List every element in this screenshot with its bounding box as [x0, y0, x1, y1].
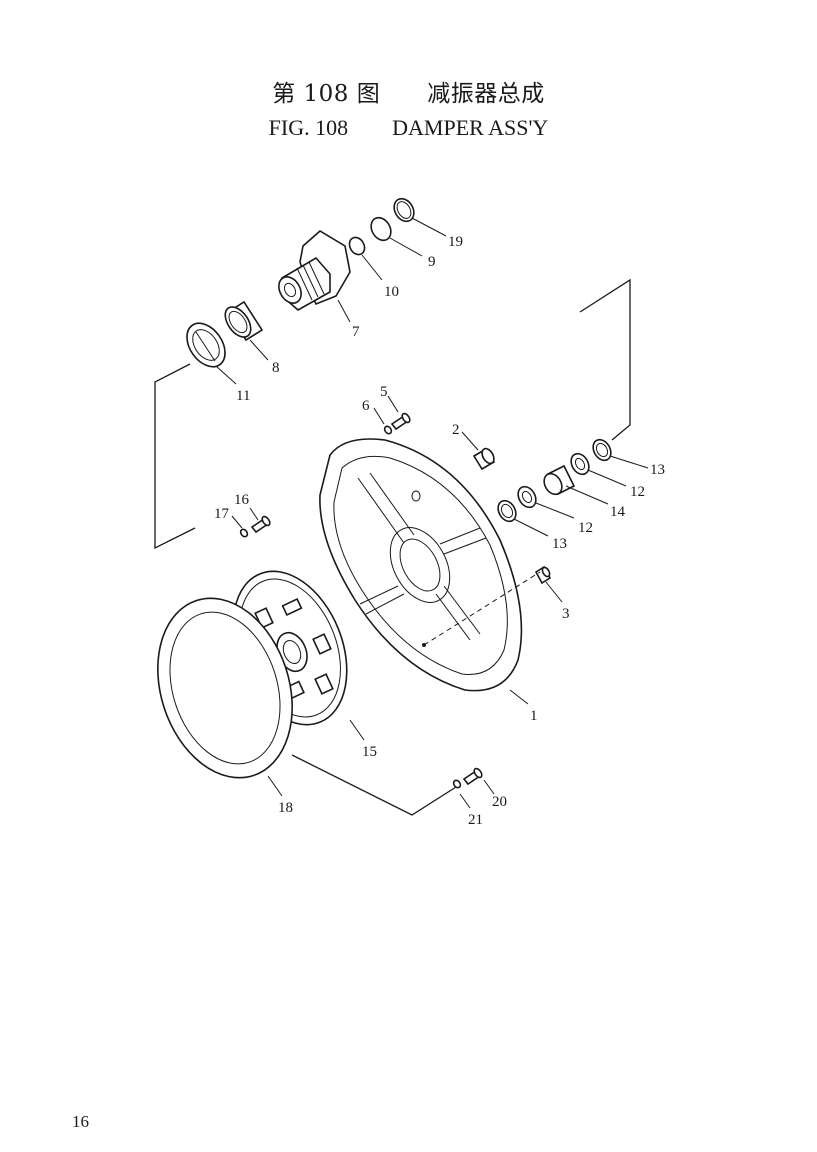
leader-lines [215, 217, 649, 809]
callout-12-upper: 12 [630, 484, 645, 500]
callout-7: 7 [352, 324, 360, 340]
snap-ring-part-19 [393, 197, 415, 223]
washer-part-6 [383, 425, 393, 435]
group-bracket-bottom [291, 754, 457, 816]
callout-15: 15 [362, 744, 377, 760]
callout-16: 16 [234, 492, 250, 508]
seal-part-11 [186, 322, 226, 368]
figure-title-english: FIG. 108 DAMPER ASS'Y [268, 115, 549, 140]
bearing-part-12-upper [570, 452, 590, 476]
bolt-part-20 [462, 767, 483, 786]
callout-11: 11 [236, 388, 250, 404]
sleeve-part-14 [543, 464, 576, 496]
bearing-part-12-lower [517, 485, 537, 509]
callout-14: 14 [610, 504, 626, 520]
callout-9: 9 [428, 254, 436, 270]
cover-ring-part-18 [157, 597, 293, 779]
washer-part-17 [239, 528, 249, 538]
bolt-part-5 [390, 412, 411, 431]
plug-part-3 [534, 565, 552, 585]
callout-20: 20 [492, 794, 507, 810]
bearing-part-8 [224, 300, 264, 342]
snap-ring-part-13-lower [497, 499, 517, 523]
callout-13-upper: 13 [650, 462, 665, 478]
o-ring-part-10 [348, 236, 366, 256]
washer-part-21 [452, 779, 462, 789]
callout-19: 19 [448, 234, 463, 250]
callout-13-lower: 13 [552, 536, 567, 552]
callout-10: 10 [384, 284, 399, 300]
callout-12-lower: 12 [578, 520, 593, 536]
callout-5: 5 [380, 384, 388, 400]
callout-21: 21 [468, 812, 483, 828]
page-number: 16 [72, 1112, 89, 1131]
snap-ring-part-13-upper [592, 438, 612, 462]
group-bracket-left [154, 363, 196, 550]
callout-18: 18 [278, 800, 293, 816]
callout-8: 8 [272, 360, 280, 376]
callout-17: 17 [214, 506, 230, 522]
flange-hub-part-7 [278, 230, 351, 311]
group-bracket-right [579, 278, 631, 441]
washer-part-9 [370, 216, 392, 242]
damper-housing-part-1 [319, 438, 541, 692]
bushing-part-2 [472, 447, 496, 471]
callout-2: 2 [452, 422, 460, 438]
callout-6: 6 [362, 398, 370, 414]
bolt-part-16 [250, 515, 271, 534]
callout-3: 3 [562, 606, 570, 622]
callout-1: 1 [530, 708, 538, 724]
figure-title-chinese: 第 108 图 减振器总成 [272, 81, 545, 107]
